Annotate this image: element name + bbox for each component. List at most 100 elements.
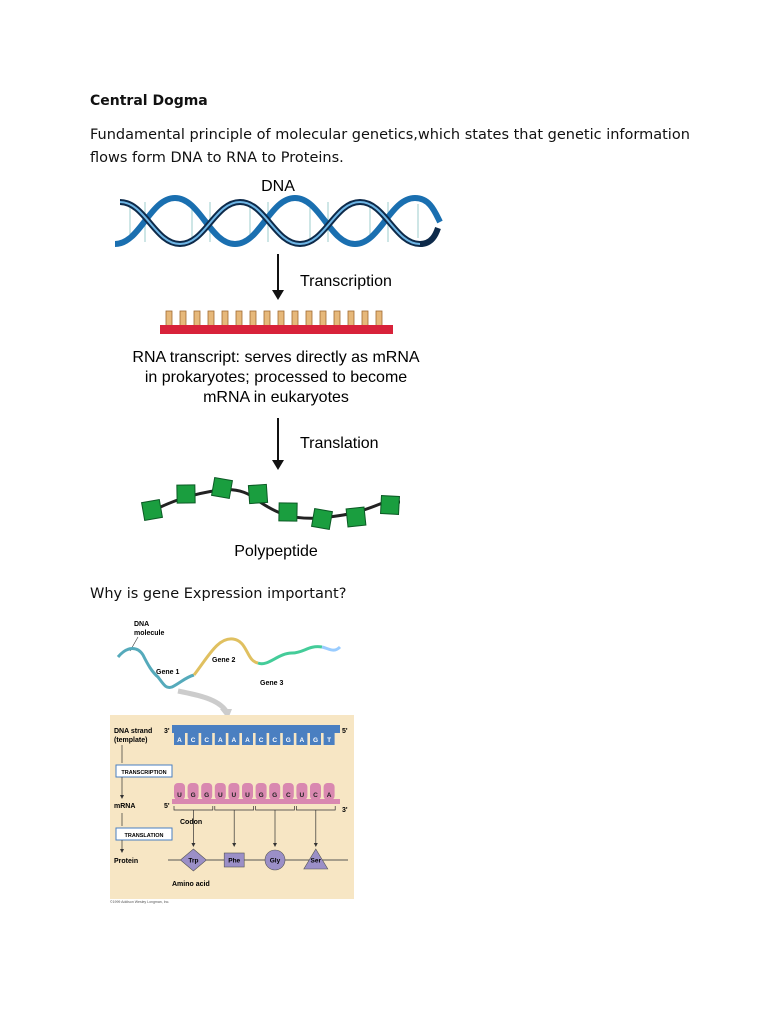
rna-tooth xyxy=(263,310,271,327)
gene3-label: Gene 3 xyxy=(260,680,283,687)
translation-label: Translation xyxy=(300,435,379,452)
mrna-base-letter: G xyxy=(272,792,277,799)
amino-acid-shape xyxy=(264,849,286,871)
rna-tooth xyxy=(179,310,187,327)
codon-arrowhead xyxy=(191,843,196,847)
rna-tooth xyxy=(235,310,243,327)
protein-label: Protein xyxy=(114,858,138,865)
dna-base xyxy=(201,733,213,745)
rna-tooth xyxy=(333,310,341,327)
dna-label: DNA xyxy=(261,178,295,195)
rna-tooth xyxy=(361,310,369,327)
mrna-label: mRNA xyxy=(114,803,135,810)
dna-base-letter: A xyxy=(232,737,237,744)
amino-acid-square xyxy=(380,495,400,515)
dna-base xyxy=(228,733,240,745)
amino-acid-squares xyxy=(140,476,400,531)
translation-box xyxy=(115,827,173,841)
rna-transcript xyxy=(160,310,393,334)
amino-acid-square xyxy=(278,502,298,522)
mrna-base xyxy=(310,783,321,800)
mrna-base-letter: U xyxy=(177,792,182,799)
gene2-label: Gene 2 xyxy=(212,657,235,664)
dna-base-letter: C xyxy=(204,737,209,744)
dna-base-letter: A xyxy=(245,737,250,744)
rna-caption-line-2: in prokaryotes; processed to become xyxy=(145,369,407,386)
dna-base-letter: G xyxy=(286,737,291,744)
dna-base xyxy=(282,733,294,745)
dna-strand-backbone xyxy=(172,725,340,733)
mrna-base xyxy=(323,783,335,800)
amino-acid-square xyxy=(176,484,196,504)
mrna-five-prime: 5' xyxy=(164,803,170,810)
amino-acid-label: Amino acid xyxy=(172,881,210,888)
mrna-base-letter: U xyxy=(232,792,237,799)
rna-tooth xyxy=(221,310,229,327)
dna-base-letter: C xyxy=(191,737,196,744)
mrna-base xyxy=(174,783,185,800)
mrna-backbone xyxy=(172,799,340,804)
dna-base-letter: C xyxy=(272,737,277,744)
amino-acid-square xyxy=(210,476,234,500)
mrna-base xyxy=(187,783,199,800)
mrna-base-letter: U xyxy=(218,792,223,799)
dna-base xyxy=(255,733,267,745)
rna-tooth xyxy=(319,310,327,327)
rna-tooth xyxy=(277,310,285,327)
dna-base xyxy=(296,733,308,745)
rna-tooth xyxy=(375,310,383,327)
mrna-base-letter: U xyxy=(245,792,250,799)
rna-tooth xyxy=(249,310,257,327)
dna-base xyxy=(269,733,281,745)
mrna-base-letter: A xyxy=(327,792,332,799)
gene-expression-question: Why is gene Expression important? xyxy=(90,586,347,602)
amino-acid-name: Phe xyxy=(228,858,240,865)
amino-acid-square xyxy=(310,507,334,531)
dna-base-letter: A xyxy=(300,737,305,744)
rna-tooth xyxy=(165,310,173,327)
translation-arrowhead xyxy=(272,460,284,470)
dna-base xyxy=(187,733,199,745)
transcription-arrowhead xyxy=(272,290,284,300)
transcription-box xyxy=(115,764,173,778)
mrna-base-letter: G xyxy=(191,792,196,799)
mrna-base xyxy=(228,783,240,800)
mrna-base-letter: C xyxy=(313,792,318,799)
mrna-base-letter: C xyxy=(286,792,291,799)
codon-arrowhead xyxy=(273,843,277,847)
transcription-label: Transcription xyxy=(300,273,392,290)
amino-acid-name: Gly xyxy=(270,858,281,865)
dna-base xyxy=(214,733,226,745)
dna-strand-label-1: DNA strand xyxy=(114,728,152,735)
dna-molecule-strand xyxy=(116,647,195,689)
amino-acid-square xyxy=(247,483,269,505)
dna-base xyxy=(310,733,321,745)
rna-tooth xyxy=(305,310,313,327)
translation-box-label: TRANSLATION xyxy=(124,833,163,839)
dna-three-prime: 3' xyxy=(164,728,170,735)
amino-acid-shape xyxy=(223,852,245,868)
intro-paragraph: Fundamental principle of molecular genet… xyxy=(90,127,690,166)
polypeptide-label: Polypeptide xyxy=(234,543,318,560)
gene-expression-figure: DNA molecule Gene 1 Gene 2 Gene 3 DNA st… xyxy=(110,621,354,904)
amino-acid-name: Ser xyxy=(311,858,322,865)
polypeptide-chain xyxy=(140,476,401,531)
mrna-base xyxy=(201,783,213,800)
transcription-box-label: TRANSCRIPTION xyxy=(121,770,166,776)
dna-five-prime: 5' xyxy=(342,728,348,735)
mrna-base-letter: U xyxy=(300,792,305,799)
mrna-base-letter: G xyxy=(259,792,264,799)
rna-tooth xyxy=(347,310,355,327)
rna-teeth xyxy=(165,310,383,327)
amino-acid-shape xyxy=(179,848,207,872)
copyright-notice: ©1999 Addison Wesley Longman, Inc. xyxy=(110,900,169,904)
mrna-base xyxy=(296,783,308,800)
gene1-label: Gene 1 xyxy=(156,669,179,676)
dna-base xyxy=(323,733,335,745)
mrna-base xyxy=(269,783,281,800)
mrna-three-prime: 3' xyxy=(342,807,348,814)
dna-molecule-label-1: DNA xyxy=(134,621,149,628)
